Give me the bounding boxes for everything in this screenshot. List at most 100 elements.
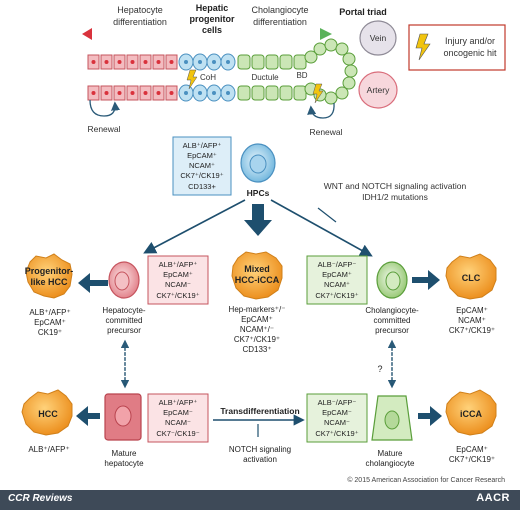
legend-box: Injury and/or oncogenic hit [408,24,506,71]
hcc-marker: ALB⁺/AFP⁺ [28,445,69,454]
chol-prec-marker: NCAM⁺ [324,280,350,289]
icca-marker: CK7⁺/CK19⁺ [449,455,495,464]
coh-label: CoH [200,73,216,82]
hpc-marker: ALB⁺/AFP⁺ [183,141,222,150]
hpc-cells-label-3: cells [202,25,222,35]
notch-label-2: activation [243,455,277,464]
aacr-logo: AACR [476,492,510,504]
mature-chol-marker: ALB⁻/AFP⁻ [318,398,357,407]
chol-prec-label: committed [374,316,411,325]
legend-label-1: Injury and/or [445,36,495,46]
mature-hep-to-hcc-arrow [76,406,100,426]
vein-label: Vein [370,33,387,43]
prog-hcc-label-1: Progenitor- [25,266,74,276]
hpc-markers-box [172,136,232,196]
prog-hcc-marker: ALB⁺/AFP⁺ [29,308,70,317]
mature-hep-marker: ALB⁺/AFP⁺ [159,398,198,407]
mature-chol-markers-box [306,393,368,443]
legend-label-2: oncogenic hit [443,48,497,58]
hep-prec-marker: NCAM⁻ [165,280,191,289]
clc-marker: CK7⁺/CK19⁺ [449,326,495,335]
clc-label: CLC [462,273,481,283]
hep-prec-marker: CK7⁺/CK19⁺ [156,291,199,300]
chol-diff-label-2: differentiation [253,17,307,27]
mature-cholangiocyte-nucleus [384,410,400,430]
renewal-label-left: Renewal [87,124,120,134]
icca-label: iCCA [460,409,482,419]
chol-prec-to-clc-arrow [412,270,440,290]
hepatocyte-precursor-nucleus [114,271,130,291]
prog-hcc-marker: CK19⁺ [38,328,62,337]
copyright-text: © 2015 American Association for Cancer R… [347,476,505,484]
mature-hep-markers-box [147,393,209,443]
prog-hcc-marker: EpCAM⁺ [34,318,66,327]
hep-prec-label: precursor [107,326,141,335]
transdifferentiation-label: Transdifferentiation [220,406,299,416]
question-mark: ? [377,364,382,374]
wnt-notch-label: WNT and NOTCH signaling activation [324,181,467,191]
hep-prec-marker: ALB⁺/AFP⁺ [159,260,198,269]
mixed-marker: NCAM⁺/⁻ [240,325,274,334]
hep-diff-label-1: Hepatocyte [117,5,163,15]
signal-tick [317,207,337,223]
diagram-canvas: Hepatocyte differentiation Hepatic proge… [21,3,506,484]
mature-chol-marker: NCAM⁻ [324,418,350,427]
icca-marker: EpCAM⁺ [456,445,488,454]
mixed-marker: Hep-markers⁺/⁻ [229,305,286,314]
hcc-label: HCC [38,409,58,419]
mature-chol-label: Mature [378,449,403,458]
idh-label: IDH1/2 mutations [362,192,428,202]
hpc-marker: CK7⁺/CK19⁺ [180,171,223,180]
mature-chol-marker: CK7⁺/CK19⁺ [315,429,358,438]
hpc-marker: EpCAM⁺ [187,151,217,160]
hep-prec-label: committed [106,316,143,325]
mixed-marker: CD133⁺ [242,345,271,354]
hep-diff-label-2: differentiation [113,17,167,27]
footer-bar: CCR Reviews AACR [0,490,520,510]
mature-hep-label: hepatocyte [104,459,144,468]
vein-circle [359,20,397,56]
mixed-label-2: HCC-iCCA [235,275,280,285]
mature-chol-label: cholangiocyte [366,459,415,468]
bd-label: BD [296,71,307,80]
artery-circle [358,71,398,109]
hep-prec-label: Hepatocyte- [102,306,145,315]
clc-tumor [445,253,497,300]
ductule-label: Ductule [251,73,279,82]
lower-cell-row [87,84,307,102]
progenitor-hcc-tumor [25,253,73,299]
hpc-nucleus [249,154,267,174]
chol-prec-markers-box [306,255,368,305]
injury-lightning-icon [312,83,324,104]
portal-triad-label: Portal triad [339,7,387,17]
injury-lightning-icon [186,69,198,90]
mature-hep-label: Mature [112,449,137,458]
mature-hep-marker: EpCAM⁻ [163,408,193,417]
hep-prec-to-prog-hcc-arrow [78,273,108,293]
lightning-icon [415,33,431,61]
hpc-marker: NCAM⁺ [189,161,215,170]
chol-prec-label: precursor [375,326,409,335]
mixed-hcc-icca-tumor [231,251,283,300]
differentiation-arrows [82,28,332,40]
artery-label: Artery [367,85,390,95]
mature-hepatocyte-nucleus [114,405,132,427]
hcc-tumor [21,389,73,436]
chol-prec-label: Cholangiocyte- [365,306,419,315]
mature-hep-marker: NCAM⁻ [165,418,191,427]
clc-marker: NCAM⁺ [458,316,486,325]
prog-hcc-label-2: like HCC [30,277,68,287]
mature-chol-to-icca-arrow [418,406,442,426]
upper-cell-row [87,53,307,71]
mixed-label-1: Mixed [244,264,270,274]
mixed-marker: EpCAM⁺ [241,315,273,324]
hpc-to-hep-precursor-arrow [143,199,246,254]
cholangiocyte-precursor-nucleus [385,271,401,291]
renewal-arrow [89,99,121,117]
mixed-marker: CK7⁺/CK19⁺ [234,335,280,344]
hpc-cells-label-2: progenitor [190,14,235,24]
clc-marker: EpCAM⁺ [456,306,488,315]
icca-tumor [445,389,497,436]
renewal-arrow [307,102,335,119]
